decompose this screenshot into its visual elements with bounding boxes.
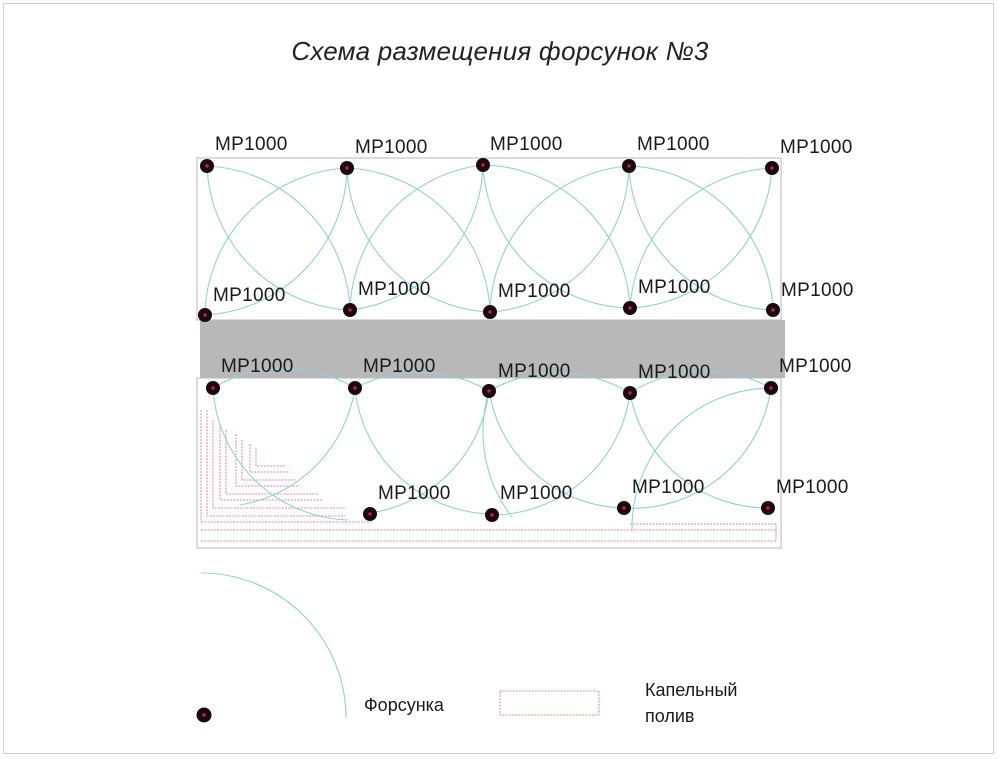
nozzle-label: MP1000 [779, 356, 852, 377]
spray-arc [206, 165, 351, 311]
spray-arc [489, 165, 630, 313]
spray-arc [206, 165, 351, 311]
nozzle-marker [483, 305, 497, 319]
spray-arc [629, 370, 772, 394]
legend-nozzle-icon [196, 707, 212, 723]
nozzle-label: MP1000 [355, 137, 428, 158]
paved-path-strip [200, 320, 785, 378]
spray-arc [628, 165, 774, 311]
legend-spray-arc-sample [200, 572, 347, 719]
nozzle-label: MP1000 [221, 356, 294, 377]
spray-arc [349, 164, 484, 311]
nozzle-marker [766, 303, 780, 317]
nozzle-label: MP1000 [498, 361, 571, 382]
nozzle-label: MP1000 [498, 281, 571, 302]
spray-arc [482, 164, 631, 309]
nozzle-label: MP1000 [213, 285, 286, 306]
diagram-title: Схема размещения форсунок №3 [291, 36, 709, 66]
nozzle-label: MP1000 [363, 356, 436, 377]
nozzle-marker [476, 158, 490, 172]
nozzle-label: MP1000 [776, 477, 849, 498]
nozzle-label: MP1000 [215, 134, 288, 155]
nozzle-marker [200, 159, 214, 173]
spray-arc [489, 165, 630, 313]
spray-arc [488, 372, 631, 394]
nozzles [198, 158, 780, 522]
spray-arc [346, 167, 491, 313]
spray-arc [491, 392, 631, 516]
nozzle-marker [206, 381, 220, 395]
legend-drip-label-line2: полив [645, 706, 695, 726]
drawing-frame [3, 3, 994, 754]
nozzle-label: MP1000 [632, 477, 705, 498]
nozzle-marker [340, 161, 354, 175]
nozzle-marker [622, 159, 636, 173]
nozzle-label: MP1000 [781, 280, 854, 301]
nozzle-label: MP1000 [638, 362, 711, 383]
drip-line-l4 [219, 424, 322, 501]
spray-arc [629, 167, 773, 309]
drip-line-l9 [255, 448, 286, 467]
nozzle-marker [343, 303, 357, 317]
legend-drip-sample [499, 690, 600, 716]
spray-arc [354, 371, 490, 392]
spray-arc [628, 165, 774, 311]
spray-arc [239, 387, 356, 506]
drip-line-l7 [241, 440, 296, 481]
drip-line-l3 [212, 420, 345, 509]
spray-arc [623, 387, 772, 509]
legend-drip-label-line1: Капельный [645, 680, 738, 700]
nozzle-label: MP1000 [358, 279, 431, 300]
spray-arc [482, 390, 513, 518]
nozzle-label: MP1000 [637, 134, 710, 155]
nozzle-marker [623, 301, 637, 315]
nozzle-marker [761, 501, 775, 515]
nozzle-marker [764, 381, 778, 395]
spray-arc [212, 387, 349, 521]
spray-arc [354, 387, 491, 515]
spray-arc [204, 167, 348, 316]
nozzle-marker [623, 386, 637, 400]
spray-arc [631, 387, 772, 531]
nozzle-label: MP1000 [638, 277, 711, 298]
spray-arc [482, 164, 631, 309]
drip-line-l5 [225, 430, 318, 495]
nozzle-marker [198, 308, 212, 322]
nozzle-label: MP1000 [378, 483, 451, 504]
spray-arcs [204, 164, 774, 531]
nozzle-label: MP1000 [780, 137, 853, 158]
spray-arc [488, 390, 625, 509]
spray-arc [349, 164, 484, 311]
legend-nozzle-label: Форсунка [364, 695, 444, 715]
nozzle-marker [765, 161, 779, 175]
spray-arc [346, 167, 491, 313]
spray-arc [629, 167, 773, 309]
nozzle-label: MP1000 [500, 483, 573, 504]
spray-arc [212, 368, 356, 389]
nozzle-marker [617, 501, 631, 515]
drip-line-l1 [200, 410, 372, 523]
nozzle-marker [485, 508, 499, 522]
spray-arc [204, 167, 348, 316]
drip-line-bottom-2 [201, 523, 777, 542]
drip-line-l8 [249, 444, 290, 473]
nozzle-marker [363, 507, 377, 521]
nozzle-marker [348, 381, 362, 395]
drip-line-l2 [206, 410, 345, 517]
drip-irrigation-lines [200, 410, 777, 542]
spray-arc [629, 392, 769, 509]
nozzle-marker [482, 384, 496, 398]
nozzle-label: MP1000 [490, 134, 563, 155]
drip-line-l6 [235, 434, 300, 487]
